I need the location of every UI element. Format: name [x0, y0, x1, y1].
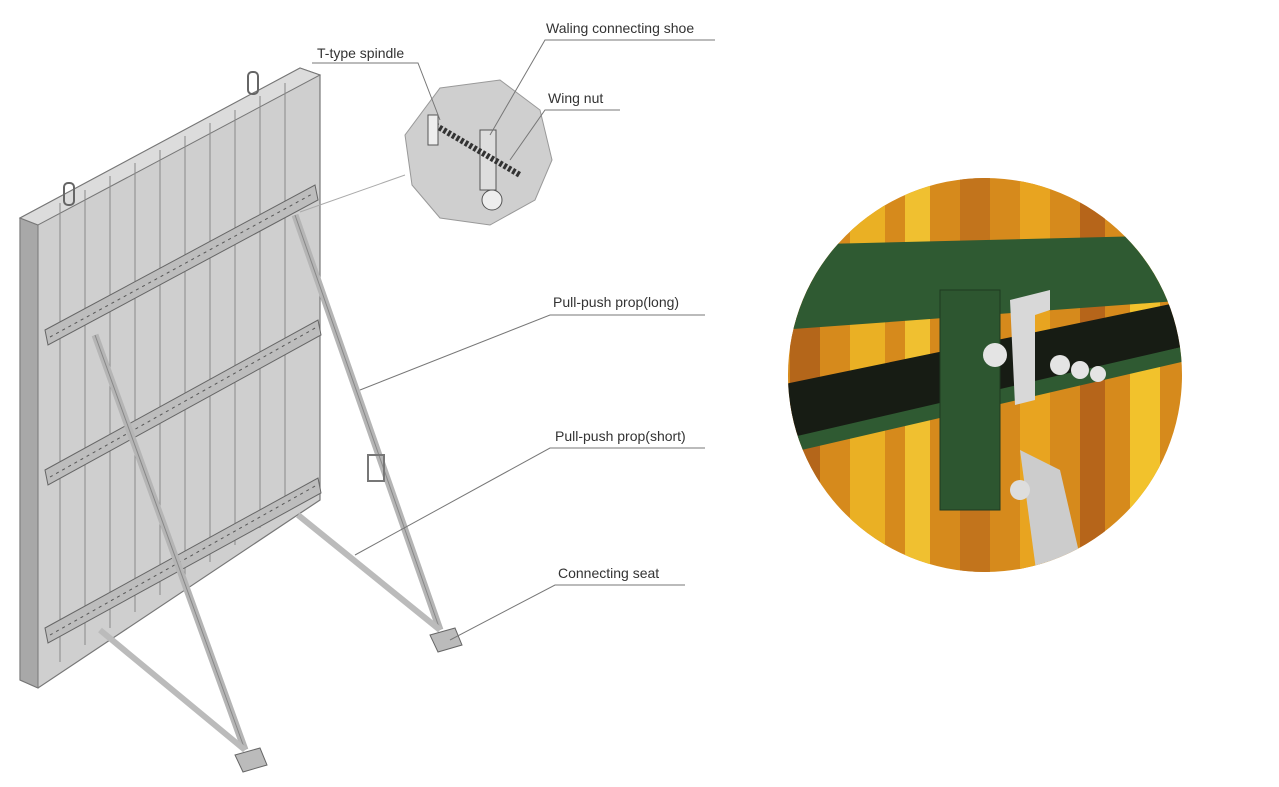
detail-callout [299, 79, 553, 226]
pull-push-props [91, 213, 444, 753]
connecting-seat [234, 627, 463, 773]
label-connecting-seat: Connecting seat [558, 565, 660, 581]
formwork-panel [18, 67, 322, 689]
label-t-type-spindle: T-type spindle [317, 45, 405, 61]
label-pull-push-prop-short: Pull-push prop(short) [555, 428, 686, 444]
label-pull-push-prop-long: Pull-push prop(long) [553, 294, 680, 310]
label-wing-nut: Wing nut [548, 90, 604, 106]
leader-lines [312, 39, 715, 641]
label-waling-connecting-shoe: Waling connecting shoe [546, 20, 695, 36]
photo-detail [788, 178, 1182, 572]
